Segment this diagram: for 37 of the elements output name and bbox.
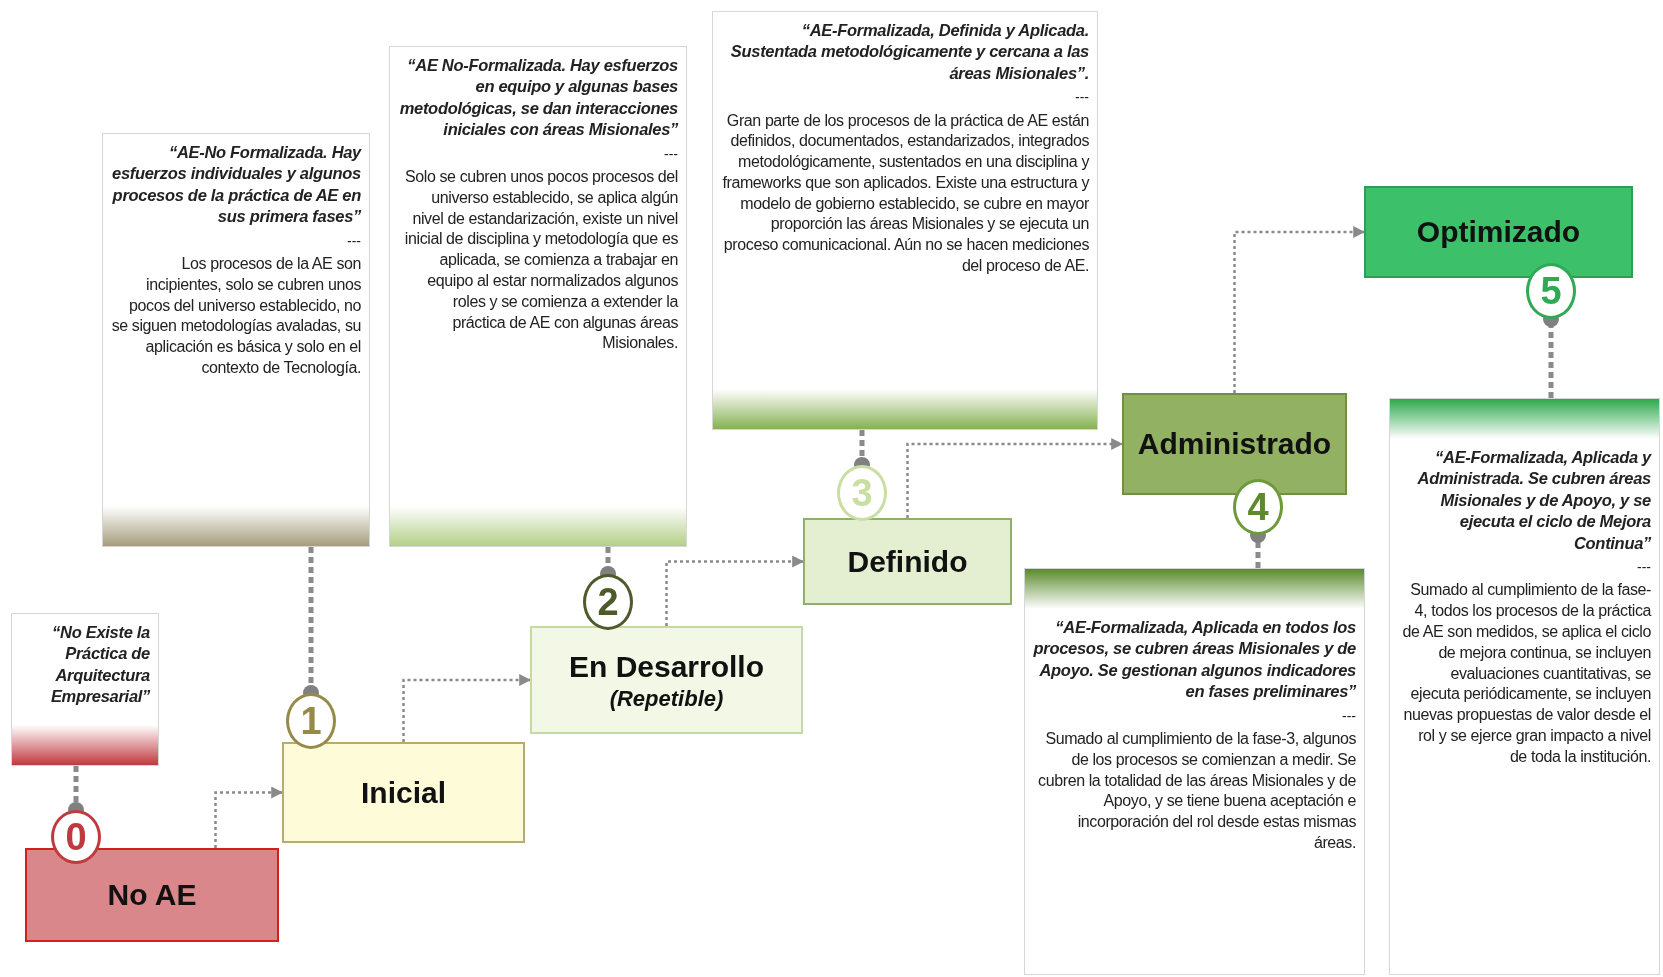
dotted-arrow [906, 438, 1124, 518]
level-number-circle: 1 [286, 693, 336, 749]
description-card [1389, 398, 1660, 975]
maturity-level-box: Inicial [282, 742, 525, 843]
quote-heading: “AE-Formalizada, Aplicada en todos los procesos, se cubren áreas Misionales y de Apoyo. Se gestionan algunos indicadores en fases preliminares” [1033, 617, 1356, 703]
quote-heading: “No Existe la Práctica de Arquitectura Empresarial” [49, 622, 150, 708]
level-number-circle: 3 [837, 465, 887, 521]
description-card [11, 613, 159, 766]
description-text: Solo se cubren unos pocos procesos del universo establecido, se aplica algún nivel de estandarización, existe un nivel inicial de disciplina y metodología que es aplicada, se comienza a trabajar en equipo al estar normalizados algunos roles y se comienza a extender la práctica de AE con algunas áreas Misionales. [403, 166, 678, 354]
quote-heading: “AE-Formalizada, Aplicada y Administrada. Se cubren áreas Misionales y de Apoyo, y se ejecuta el ciclo de Mejora Continua” [1416, 447, 1651, 554]
description-card [389, 46, 687, 547]
description-card [1024, 568, 1365, 975]
level-number-circle: 2 [583, 574, 633, 630]
quote-heading: “AE No-Formalizada. Hay esfuerzos en equipo y algunas bases metodológicas, se dan interacciones iniciales con áreas Misionales” [398, 55, 678, 141]
dotted-arrow [1233, 226, 1366, 393]
description-card [712, 11, 1098, 430]
dash-separator: --- [1074, 88, 1089, 107]
description-text: Gran parte de los procesos de la práctica de AE están definidos, documentados, estandarizados, integrados metodológicamente, sustentados en una disciplina y frameworks que son aplicados. Existe una estructura y modelo de gobierno establecido, se cubre en mayor proporción las áreas Misionales y se ejecuta un proceso comunicacional. Aún no se hacen mediciones del proceso de AE. [721, 110, 1089, 277]
dash-separator: --- [1341, 706, 1356, 725]
maturity-level-box: En Desarrollo (Repetible) [530, 626, 803, 734]
dotted-arrow [214, 786, 284, 848]
level-number-circle: 0 [51, 810, 101, 864]
dash-separator: --- [663, 144, 678, 163]
level-number-circle: 5 [1526, 263, 1576, 319]
description-text: Sumado al cumplimiento de la fase-4, todos los procesos de la práctica de AE son medidos, se aplica el ciclo de mejora continua, se incluyen evaluaciones cuantitativas, se ejecuta periódicamente, se incluyen nuevas propuestas de valor desde el rol y se ejerce gran impacto a nivel de toda la institución. [1401, 580, 1651, 767]
description-card [102, 133, 370, 547]
dotted-arrow [665, 555, 805, 626]
level-number-circle: 4 [1233, 479, 1283, 535]
quote-heading: “AE-Formalizada, Definida y Aplicada. Sustentada metodológicamente y cercana a las áreas Misionales”. [729, 20, 1089, 84]
dash-separator: --- [1636, 558, 1651, 577]
description-text: Sumado al cumplimiento de la fase-3, algunos de los procesos se comienzan a medir. Se cubren la totalidad de las áreas Misionales y de Apoyo, y se tiene buena aceptación e incorporación del rol desde estas mismas áreas. [1037, 728, 1356, 853]
dotted-arrow [402, 674, 532, 742]
quote-heading: “AE-No Formalizada. Hay esfuerzos individuales y algunos procesos de la práctica de AE en sus primera fases” [111, 142, 361, 228]
maturity-level-box: Optimizado [1364, 186, 1633, 278]
description-text: Los procesos de la AE son incipientes, solo se cubren unos pocos del universo establecido, no se siguen metodologías avaladas, su aplicación es básica y solo en el contexto de Tecnología. [111, 253, 361, 378]
dash-separator: --- [346, 231, 361, 250]
maturity-level-box: Definido [803, 518, 1012, 605]
